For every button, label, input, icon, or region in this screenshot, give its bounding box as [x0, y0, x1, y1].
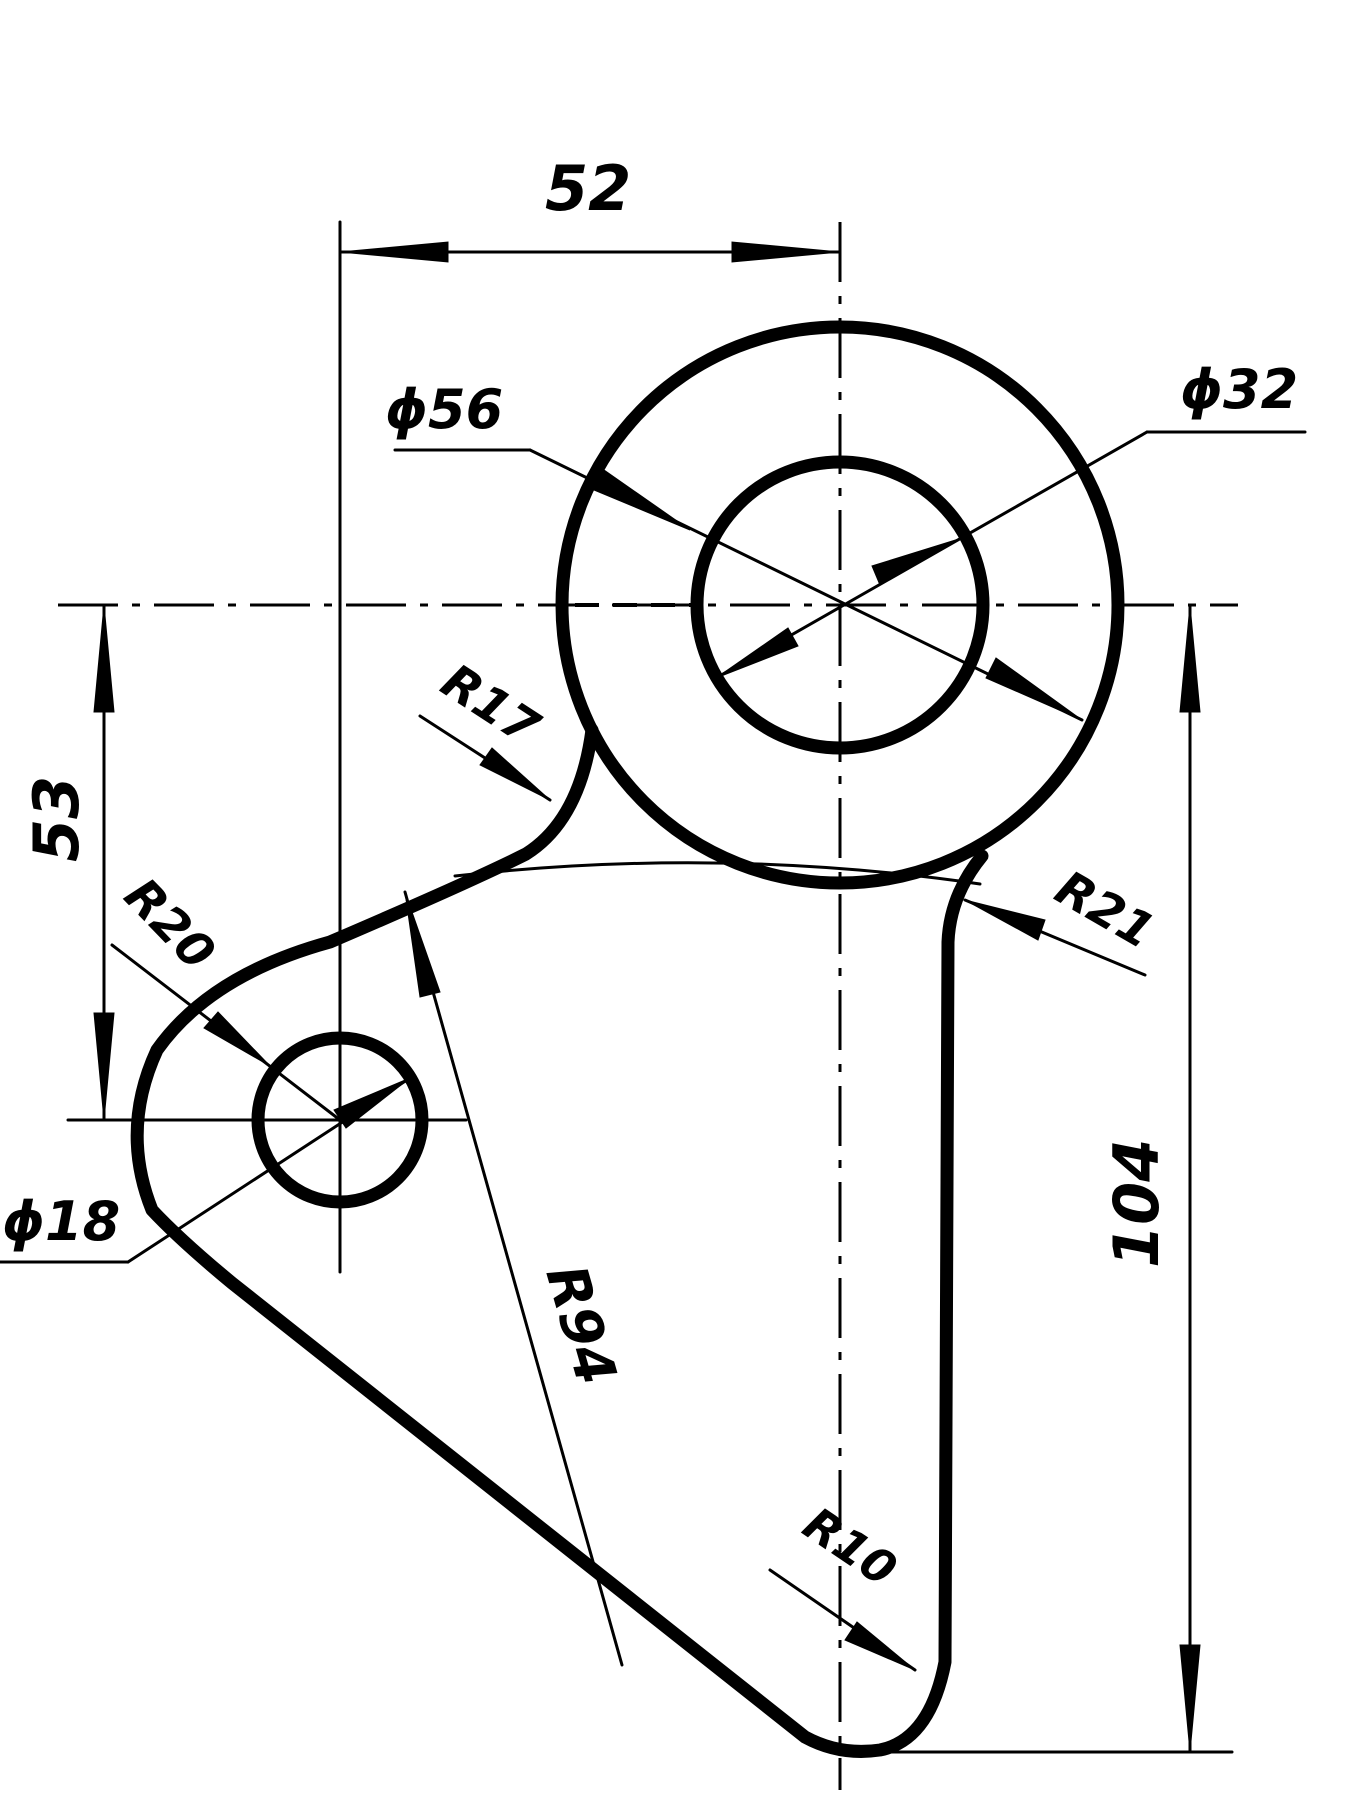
center-lines [58, 220, 1238, 1790]
r20-arrow [203, 1011, 271, 1067]
dia-32-arrow-down [715, 627, 799, 679]
r17-label: R17 [431, 653, 549, 757]
dimension-dia-18: ϕ18 [0, 1076, 412, 1264]
dia-56-arrow-out [985, 657, 1083, 721]
r10-label: R10 [794, 1496, 907, 1596]
dim-104-label: 104 [1100, 1139, 1173, 1268]
dia-56-label: ϕ56 [385, 378, 503, 441]
dimension-dia-56: ϕ56 [385, 378, 1084, 722]
dimension-dia-32: ϕ32 [714, 358, 1307, 680]
part-outline [130, 320, 1125, 1758]
r21-label: R21 [1046, 860, 1164, 960]
dim-104-arrow-top [1179, 604, 1201, 713]
dim-53-label: 53 [20, 776, 93, 862]
dia-18-label: ϕ18 [2, 1190, 120, 1253]
r94-arrow [404, 891, 441, 998]
dim-52-arrow-left [339, 241, 449, 263]
dim-52-label: 52 [545, 152, 631, 225]
dia-32-label: ϕ32 [1180, 358, 1298, 421]
dimension-53: 53 [20, 603, 115, 1122]
r94-leader [403, 890, 624, 1667]
dia-18-arrow [333, 1077, 411, 1129]
dim-52-arrow-right [731, 241, 841, 263]
outer-circle-56 [555, 320, 1125, 890]
r94-label: R94 [533, 1258, 629, 1392]
dim-53-arrow-bottom [93, 1012, 115, 1121]
dimension-r17: R17 [418, 653, 552, 802]
dia-32-arrow-up [871, 537, 963, 586]
r17-arrow [479, 747, 551, 801]
r20-label: R20 [113, 867, 225, 981]
dimension-r94: R94 [403, 890, 629, 1667]
dimension-52: 52 [338, 152, 842, 263]
dimension-r21: R21 [963, 860, 1164, 977]
small-hole-18 [251, 1031, 429, 1209]
r10-arrow [844, 1621, 916, 1671]
dim-104-arrow-bottom [1179, 1644, 1201, 1753]
inner-circle-32 [690, 455, 990, 755]
r21-arrow [964, 899, 1046, 941]
dimension-r10: R10 [768, 1496, 917, 1672]
dim-53-arrow-top [93, 604, 115, 713]
dia-56-arrow-in [593, 469, 691, 531]
outline-contour [130, 723, 989, 1758]
dimension-104: 104 [878, 603, 1234, 1754]
